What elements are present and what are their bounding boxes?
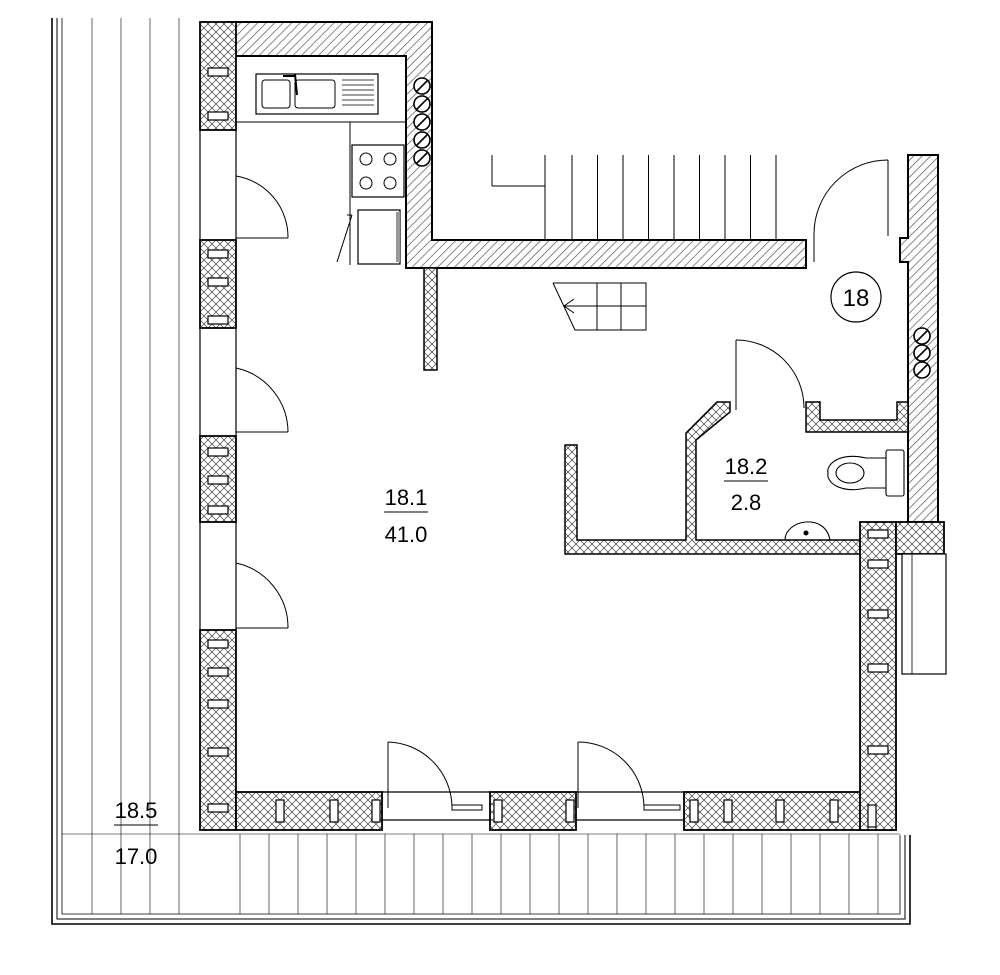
bathroom-fixtures (784, 449, 905, 541)
staircase (491, 155, 777, 331)
room-label-18-1: 18.1 41.0 (384, 485, 428, 547)
room-area: 41.0 (385, 522, 428, 547)
flue-circles-top (413, 77, 431, 167)
unit-marker: 18 (830, 271, 882, 323)
room-label-18-2: 18.2 2.8 (724, 454, 768, 515)
sink-icon (255, 73, 379, 115)
room-number: 18.1 (385, 485, 428, 510)
room-number: 18.2 (725, 454, 768, 479)
doors (235, 159, 889, 811)
fridge-icon (336, 209, 401, 265)
room-area: 2.8 (731, 490, 762, 515)
flue-circles-right (913, 327, 931, 379)
kitchen-fittings (236, 73, 406, 265)
toilet-icon (827, 449, 905, 497)
room-number: 18.5 (115, 798, 158, 823)
terrace (51, 18, 911, 925)
exterior-walls (199, 21, 947, 831)
room-area: 17.0 (115, 844, 158, 869)
stove-icon (351, 144, 405, 198)
washbasin-icon (784, 521, 831, 541)
room-label-18-5: 18.5 17.0 (114, 798, 158, 869)
unit-number: 18 (843, 285, 870, 312)
